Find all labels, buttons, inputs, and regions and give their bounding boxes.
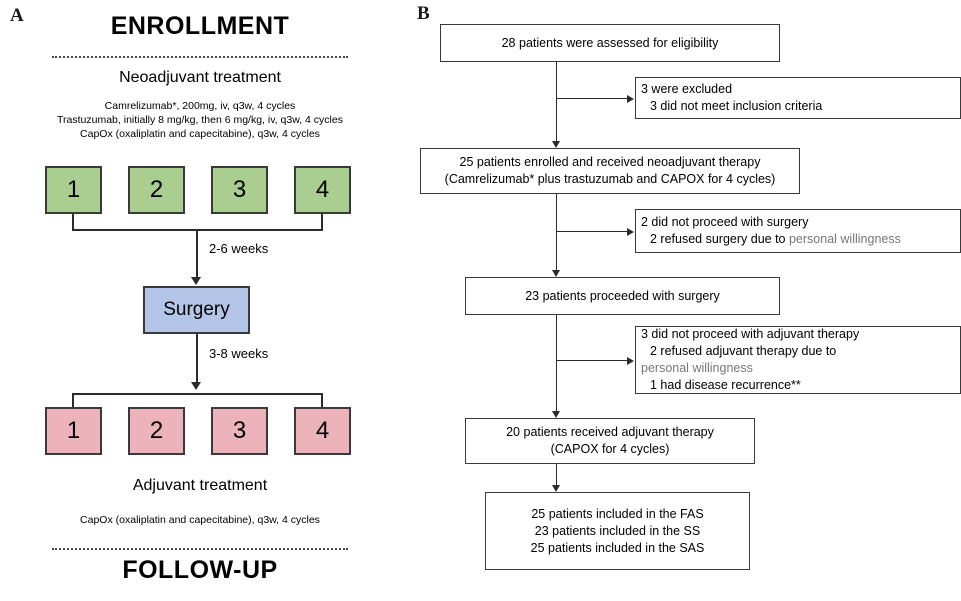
flow-box-line: 25 patients included in the FAS — [531, 506, 704, 521]
neoadjuvant-cycle-box: 4 — [294, 166, 351, 214]
neoadjuvant-bracket-right-stub — [321, 214, 323, 230]
adjuvant-cycle-box: 1 — [45, 407, 102, 455]
panel-b-label: B — [417, 3, 430, 24]
flow-box-surgery: 23 patients proceeded with surgery — [465, 277, 780, 315]
neoadjuvant-regimen-line: CapOx (oxaliplatin and capecitabine), q3… — [80, 128, 320, 140]
flow-box-line: 2 refused surgery due to personal willin… — [641, 231, 960, 248]
assessed-to-excluded-arrowhead — [627, 94, 634, 103]
surgery-to-adjuvant-line — [196, 334, 198, 383]
flow-box-line: 23 patients proceeded with surgery — [525, 288, 720, 303]
assessed-to-enrolled-arrowhead — [552, 141, 560, 148]
adjuvant-cycle-box: 2 — [128, 407, 185, 455]
flow-box-no-adjuvant: 3 did not proceed with adjuvant therapy … — [635, 326, 961, 394]
flow-box-line: 3 did not proceed with adjuvant therapy — [641, 327, 860, 341]
flow-box-analysis-sets: 25 patients included in the FAS 23 patie… — [485, 492, 750, 570]
flow-box-assessed: 28 patients were assessed for eligibilit… — [440, 24, 780, 62]
neoadjuvant-regimen-line: Camrelizumab*, 200mg, iv, q3w, 4 cycles — [104, 100, 296, 112]
enrolled-to-nosurgery-line — [556, 231, 628, 232]
flow-box-line: 28 patients were assessed for eligibilit… — [501, 35, 719, 50]
adjuvant-bracket-left-stub — [72, 393, 74, 408]
neoadjuvant-bracket-left-stub — [72, 214, 74, 230]
flow-box-line: 25 patients included in the SAS — [530, 540, 705, 555]
adjuvant-regimen-line: CapOx (oxaliplatin and capecitabine), q3… — [80, 514, 320, 526]
neoadjuvant-to-surgery-arrowhead — [191, 277, 201, 285]
assessed-trunk-line — [556, 62, 557, 142]
adjuvant-treatment-title: Adjuvant treatment — [132, 477, 268, 494]
neoadjuvant-treatment-title: Neoadjuvant treatment — [119, 69, 281, 86]
interval-after-surgery-label: 3-8 weeks — [209, 346, 269, 361]
neoadjuvant-cycle-box: 3 — [211, 166, 268, 214]
adjuvant-cycle-box: 4 — [294, 407, 351, 455]
adjuvant-cycle-box: 3 — [211, 407, 268, 455]
enrollment-divider — [52, 56, 348, 58]
surgery-to-adjuvant-arrowhead — [191, 382, 201, 390]
neoadjuvant-to-surgery-line — [196, 229, 198, 278]
flow-box-line: 23 patients included in the SS — [534, 523, 701, 538]
neoadjuvant-cycle-box: 1 — [45, 166, 102, 214]
interval-before-surgery-label: 2-6 weeks — [209, 241, 269, 256]
flow-box-excluded: 3 were excluded 3 did not meet inclusion… — [635, 77, 961, 119]
adjuvant-bracket-rail — [72, 393, 323, 395]
surgery-to-noadjuvant-arrowhead — [627, 356, 634, 365]
enrolled-trunk-line — [556, 194, 557, 271]
flow-box-line: 2 refused adjuvant therapy due to — [650, 344, 837, 358]
flow-box-line: 20 patients received adjuvant therapy — [506, 425, 714, 439]
flow-box-line-text: 2 refused surgery due to — [650, 232, 789, 246]
panel-b-consort-flow: 28 patients were assessed for eligibilit… — [410, 0, 961, 601]
adjuvant-to-analysis-line — [556, 464, 557, 486]
neoadjuvant-cycle-box: 2 — [128, 166, 185, 214]
neoadjuvant-regimen-list: Camrelizumab*, 200mg, iv, q3w, 4 cycles … — [0, 99, 400, 141]
adjuvant-bracket-right-stub — [321, 393, 323, 408]
surgery-to-adjuvant-arrowhead — [552, 411, 560, 418]
flow-box-line: (Camrelizumab* plus trastuzumab and CAPO… — [444, 172, 776, 186]
flow-box-line: 2 did not proceed with surgery — [641, 215, 809, 229]
enrolled-to-nosurgery-arrowhead — [627, 227, 634, 236]
adjuvant-regimen-list: CapOx (oxaliplatin and capecitabine), q3… — [0, 513, 400, 527]
flow-box-line: (CAPOX for 4 cycles) — [550, 442, 670, 456]
flow-box-no-surgery: 2 did not proceed with surgery 2 refused… — [635, 209, 961, 253]
assessed-to-excluded-line — [556, 98, 628, 99]
panel-a-label: A — [10, 5, 24, 26]
flow-box-line: 25 patients enrolled and received neoadj… — [459, 155, 761, 169]
enrollment-heading: ENROLLMENT — [110, 12, 290, 40]
flow-box-adjuvant: 20 patients received adjuvant therapy (C… — [465, 418, 755, 464]
followup-heading: FOLLOW-UP — [122, 556, 278, 584]
flow-box-line: 3 were excluded — [641, 82, 733, 96]
flow-box-line-muted: personal willingness — [641, 361, 753, 375]
surgery-to-noadjuvant-line — [556, 360, 628, 361]
flow-box-line: 1 had disease recurrence** — [650, 378, 801, 392]
flow-box-line: 3 did not meet inclusion criteria — [650, 99, 823, 113]
flow-box-enrolled: 25 patients enrolled and received neoadj… — [420, 148, 800, 194]
flow-box-line-muted: personal willingness — [788, 232, 901, 246]
enrolled-to-surgery-arrowhead — [552, 270, 560, 277]
neoadjuvant-regimen-line: Trastuzumab, initially 8 mg/kg, then 6 m… — [57, 114, 343, 126]
panel-a-study-schema: ENROLLMENT Neoadjuvant treatment Camreli… — [0, 0, 400, 601]
adjuvant-to-analysis-arrowhead — [552, 485, 560, 492]
surgery-box: Surgery — [143, 286, 250, 334]
followup-divider — [52, 548, 348, 550]
surgery-trunk-line — [556, 315, 557, 412]
